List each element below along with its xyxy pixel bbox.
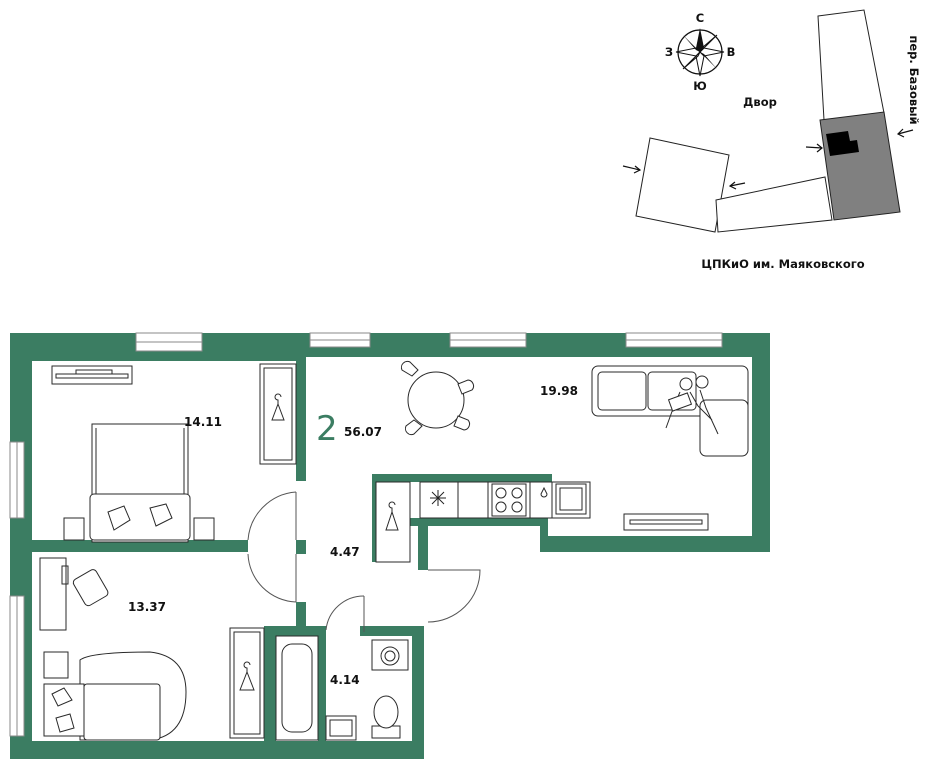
bedroom-area-label: 14.11 [184, 415, 222, 429]
nightstand-icon [43, 651, 69, 679]
second-room-area-label: 13.37 [128, 600, 166, 614]
compass-east-label: В [727, 45, 736, 59]
washing-machine-icon [371, 639, 409, 671]
compass-north-label: С [696, 11, 704, 25]
wardrobe-icon [259, 363, 297, 465]
walls [10, 333, 770, 759]
fridge-icon [430, 490, 446, 506]
wardrobe-icon [229, 627, 265, 739]
bathroom-area-label: 4.14 [330, 673, 360, 687]
street-label: пер. Базовый [907, 35, 921, 124]
entrance-arrow-icon [622, 128, 914, 190]
toilet-icon [371, 695, 401, 739]
bathroom-sink-icon [325, 715, 357, 741]
desk-icon [39, 557, 109, 631]
bathtub-icon [275, 635, 319, 741]
compass-rose-icon [675, 28, 725, 77]
sink-icon [555, 483, 587, 515]
tv-unit-icon [623, 513, 709, 531]
faucet-icon [540, 486, 548, 498]
double-bed-icon [63, 423, 215, 543]
rooms-count-label: 2 [316, 409, 338, 449]
sofa-icon [591, 365, 749, 457]
dining-table-icon [400, 360, 475, 436]
tv-unit-icon [51, 365, 133, 385]
hallway-area-label: 4.47 [330, 545, 360, 559]
current-section [826, 131, 859, 156]
round-bed-icon [43, 651, 187, 741]
doors [247, 491, 481, 632]
current-building [819, 111, 901, 221]
yard-label: Двор [743, 95, 777, 109]
living-area-label: 19.98 [540, 384, 578, 398]
total-area-label: 56.07 [344, 425, 382, 439]
wardrobe-icon [375, 481, 411, 563]
compass-south-label: Ю [693, 79, 707, 93]
park-label: ЦПКиО им. Маяковского [701, 257, 864, 271]
compass-west-label: З [665, 45, 673, 59]
site-map [622, 9, 914, 233]
stove-icon [491, 483, 527, 517]
